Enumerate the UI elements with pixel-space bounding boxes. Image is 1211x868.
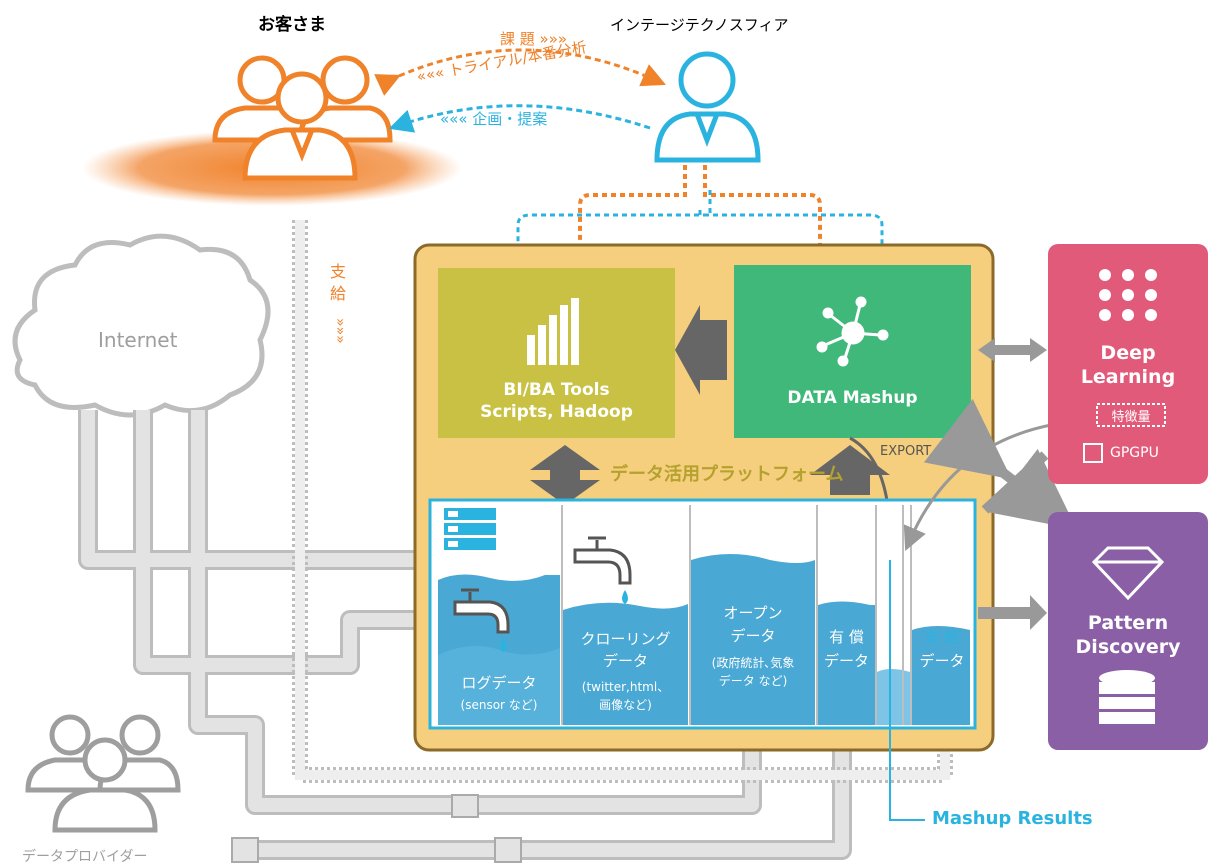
customer-label: お客さま bbox=[258, 15, 326, 35]
open-title-2: データ bbox=[730, 627, 776, 645]
faucet-icon-2 bbox=[453, 588, 510, 634]
paid-title-1: 有 償 bbox=[829, 628, 864, 646]
arrow-plan-label: ««« 企画・提案 bbox=[440, 110, 548, 128]
export-label: EXPORT bbox=[880, 444, 932, 459]
deep-title-2: Learning bbox=[1080, 366, 1176, 388]
company-icon bbox=[654, 51, 761, 163]
log-sub: (sensor など) bbox=[460, 698, 538, 712]
company-label: インテージテクノスフィア bbox=[610, 16, 789, 34]
supply-char-2: 給 bbox=[330, 284, 347, 303]
arrow-issue bbox=[374, 48, 666, 96]
bi-title-1: BI/BA Tools bbox=[503, 380, 610, 400]
faucet-icon bbox=[573, 536, 632, 585]
crawl-title-2: データ bbox=[602, 652, 648, 670]
supplied-title-1: 支 給 bbox=[924, 628, 960, 646]
internet-cloud bbox=[12, 233, 271, 418]
crawl-sub-1: (twitter,html、 bbox=[581, 680, 670, 694]
provider-icon bbox=[25, 714, 181, 833]
mashup-results-label: Mashup Results bbox=[932, 808, 1093, 829]
crawl-sub-2: 画像など) bbox=[599, 698, 652, 712]
deep-title-1: Deep bbox=[1100, 342, 1156, 364]
bi-title-2: Scripts, Hadoop bbox=[480, 402, 633, 422]
pattern-title-2: Discovery bbox=[1075, 636, 1181, 658]
arrow-plan bbox=[388, 104, 651, 133]
supplied-title-2: データ bbox=[919, 652, 965, 670]
supply-chevrons: »»» bbox=[332, 318, 348, 344]
log-title: ログデータ bbox=[461, 674, 537, 692]
deep-learning-box bbox=[1048, 244, 1208, 484]
paid-title-2: データ bbox=[823, 652, 869, 670]
internet-label: Internet bbox=[98, 328, 178, 352]
pattern-discovery-box bbox=[1048, 512, 1208, 750]
pattern-title-1: Pattern bbox=[1087, 612, 1169, 634]
open-sub-2: データ など) bbox=[718, 674, 788, 688]
customer-icon bbox=[212, 55, 393, 181]
neural-net-icon bbox=[1099, 269, 1157, 321]
chip-icon bbox=[1083, 443, 1103, 463]
arrow-issue-label: 課 題 »»» bbox=[500, 30, 568, 48]
provider-label: データプロバイダー bbox=[22, 849, 148, 865]
open-sub-1: (政府統計､気象 bbox=[711, 656, 795, 670]
open-title-1: オープン bbox=[723, 604, 783, 622]
database-icon bbox=[1099, 670, 1155, 724]
diamond-icon bbox=[1091, 546, 1165, 601]
mashup-box bbox=[734, 265, 971, 438]
bar-chart-icon bbox=[527, 298, 579, 365]
supply-char-1: 支 bbox=[330, 262, 347, 281]
crawl-title-1: クローリング bbox=[580, 630, 671, 648]
platform-label: データ活用プラットフォーム bbox=[610, 464, 844, 485]
feature-label: 特徴量 bbox=[1111, 410, 1151, 425]
gpgpu-label: GPGPU bbox=[1110, 445, 1159, 461]
network-icon bbox=[816, 296, 889, 367]
mashup-title: DATA Mashup bbox=[787, 388, 918, 408]
